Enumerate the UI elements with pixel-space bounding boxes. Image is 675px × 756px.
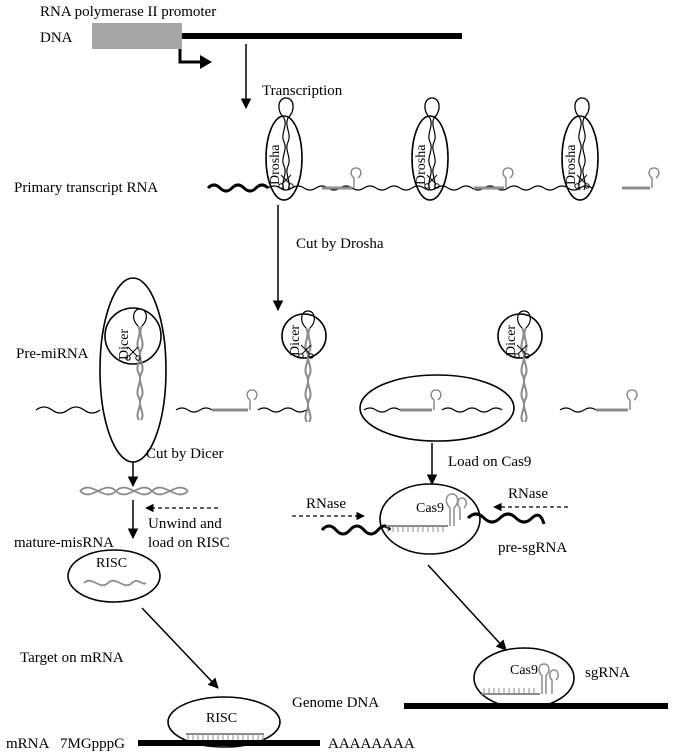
drosha-label: Drosha [268,144,283,185]
small-hairpin [246,389,258,410]
load-cas9-label: Load on Cas9 [448,454,531,470]
mrna-label: mRNA [6,736,50,752]
released-rna [35,406,101,414]
transcription-start-arrow-head [200,55,212,69]
transcription-start-arrow [178,49,205,64]
drosha-complex: Drosha [265,97,303,201]
small-hairpin [626,389,638,410]
small-hairpin [350,167,362,188]
drosha-label: Drosha [564,144,579,185]
drosha-complex: Drosha [411,97,449,201]
small-hairpin [502,167,514,188]
unwind-label: Unwind and [148,516,222,532]
risc-complex: RISC [67,549,161,603]
dicer-label: Dicer [504,325,519,356]
primary-transcript-start [206,183,270,193]
dicer-complex: Dicer [99,277,167,463]
sgrna-label: sgRNA [585,665,630,681]
promoter-box [92,23,182,49]
cas9-sgrna-complex: Cas9 [473,647,575,709]
risc-mrna-complex: RISC [167,696,281,748]
drosha-label: Drosha [414,144,429,185]
mature-mirna-label: mature-misRNA [14,535,114,551]
risc-to-mrna-arrow [141,607,219,689]
pre-sgrna-precursor [359,374,515,442]
primary-transcript-label: Primary transcript RNA [14,180,158,196]
drosha-complex: Drosha [561,97,599,201]
dna-label: DNA [40,30,73,46]
risc-label: RISC [206,711,237,726]
genome-dna-label: Genome DNA [292,695,379,711]
cas9-to-sgrna-arrow [427,564,507,651]
cut-dicer-label: Cut by Dicer [146,446,223,462]
small-hairpin [648,167,660,188]
rnase-right-label: RNase [508,486,548,502]
pre-sgrna-label: pre-sgRNA [498,540,567,556]
dicer-complex: Dicer [497,310,543,423]
cap-label: 7MGpppG [60,736,125,752]
dicer-complex: Dicer [281,310,327,423]
dicer-label: Dicer [117,329,132,360]
cut-transcript [175,407,213,413]
transcription-label: Transcription [262,83,343,99]
target-mrna-label: Target on mRNA [20,650,124,666]
cut-drosha-label: Cut by Drosha [296,236,384,252]
load-risc-label: load on RISC [148,535,230,551]
cut-transcript [559,407,597,413]
cas9-complex: Cas9 [320,483,546,555]
dicer-label: Dicer [288,325,303,356]
cas9-label: Cas9 [416,501,444,516]
promoter-label: RNA polymerase II promoter [40,4,216,20]
polya-label: AAAAAAAA [328,736,415,752]
risc-label: RISC [96,556,127,571]
cut-transcript [257,407,307,413]
cas9-label: Cas9 [510,663,538,678]
pre-mirna-label: Pre-miRNA [16,346,89,362]
mirna-duplex [79,486,189,496]
rnase-left-label: RNase [306,496,346,512]
